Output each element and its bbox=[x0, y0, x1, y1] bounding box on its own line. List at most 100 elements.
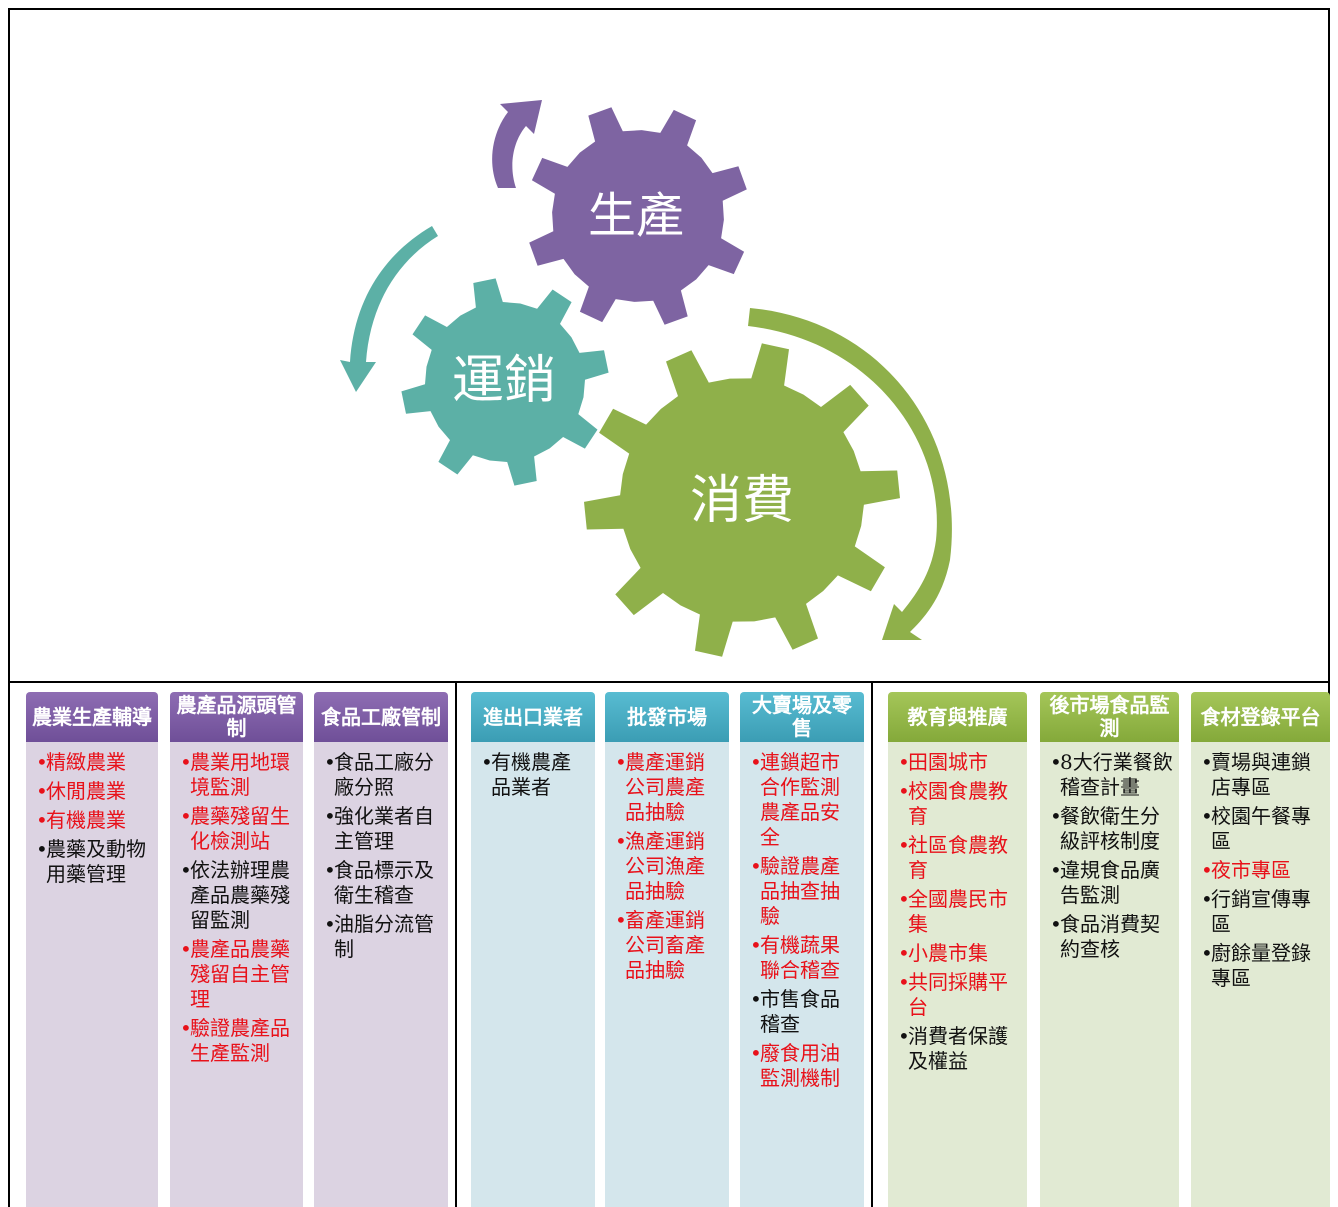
bullet-icon: • bbox=[615, 829, 627, 853]
list-item: •廚餘量登錄專區 bbox=[1201, 941, 1324, 991]
list-item-text: 連鎖超市合作監測農產品安全 bbox=[760, 750, 840, 849]
column-header: 農業生產輔導 bbox=[26, 692, 158, 742]
bullet-icon: • bbox=[1201, 858, 1213, 882]
bullet-icon: • bbox=[898, 941, 910, 965]
bullet-icon: • bbox=[1050, 858, 1062, 882]
bullet-icon: • bbox=[36, 837, 48, 861]
column-header: 後市場食品監測 bbox=[1040, 692, 1179, 742]
column-body: •農產運銷公司農產品抽驗•漁產運銷公司漁產品抽驗•畜產運銷公司畜產品抽驗 bbox=[605, 742, 729, 1207]
bullet-icon: • bbox=[898, 833, 910, 857]
column-body: •農業用地環境監測•農藥殘留生化檢測站•依法辦理農產品農藥殘留監測•農產品農藥殘… bbox=[170, 742, 303, 1207]
arrow-down-to-consumption bbox=[748, 308, 952, 640]
bullet-icon: • bbox=[180, 804, 192, 828]
column-body: •精緻農業•休閒農業•有機農業•農藥及動物用藥管理 bbox=[26, 742, 158, 1207]
column-header: 農產品源頭管制 bbox=[170, 692, 303, 742]
list-item: •食品消費契約查核 bbox=[1050, 912, 1173, 962]
bullet-icon: • bbox=[1201, 750, 1213, 774]
list-item-text: 油脂分流管制 bbox=[334, 912, 434, 961]
bullet-icon: • bbox=[1201, 887, 1213, 911]
bullet-icon: • bbox=[898, 887, 910, 911]
gear-label-production: 生產 bbox=[588, 188, 684, 244]
section-divider bbox=[8, 681, 1330, 683]
list-item: •畜產運銷公司畜產品抽驗 bbox=[615, 908, 723, 983]
list-item-text: 違規食品廣告監測 bbox=[1060, 858, 1160, 907]
bullet-icon: • bbox=[750, 854, 762, 878]
list-item: •休閒農業 bbox=[36, 779, 152, 804]
list-item-text: 市售食品稽查 bbox=[760, 987, 840, 1036]
bullet-icon: • bbox=[1050, 912, 1062, 936]
list-item-text: 畜產運銷公司畜產品抽驗 bbox=[625, 908, 705, 982]
outer-frame bbox=[8, 8, 1330, 1207]
list-item: •校園食農教育 bbox=[898, 779, 1021, 829]
gear-consumption-shape bbox=[584, 343, 900, 657]
column-header: 批發市場 bbox=[605, 692, 729, 742]
list-item: •有機農產品業者 bbox=[481, 750, 589, 800]
bullet-icon: • bbox=[1050, 750, 1062, 774]
bullet-icon: • bbox=[750, 1041, 762, 1065]
list-item: •廢食用油監測機制 bbox=[750, 1041, 858, 1091]
list-item: •消費者保護及權益 bbox=[898, 1024, 1021, 1074]
list-item-text: 廚餘量登錄專區 bbox=[1211, 941, 1311, 990]
bullet-icon: • bbox=[36, 808, 48, 832]
list-item-text: 農產品農藥殘留自主管理 bbox=[190, 937, 290, 1011]
list-item: •餐飲衛生分級評核制度 bbox=[1050, 804, 1173, 854]
list-item-text: 8大行業餐飲稽查計畫 bbox=[1060, 750, 1173, 799]
list-item-text: 共同採購平台 bbox=[908, 970, 1008, 1019]
bullet-icon: • bbox=[36, 779, 48, 803]
bullet-icon: • bbox=[481, 750, 493, 774]
group-divider-1 bbox=[455, 682, 457, 1207]
list-item-text: 強化業者自主管理 bbox=[334, 804, 434, 853]
column-6: 大賣場及零售•連鎖超市合作監測農產品安全•驗證農產品抽查抽驗•有機蔬果聯合稽查•… bbox=[740, 692, 864, 1207]
column-3: 食品工廠管制•食品工廠分廠分照•強化業者自主管理•食品標示及衛生稽查•油脂分流管… bbox=[314, 692, 448, 1207]
list-item-text: 漁產運銷公司漁產品抽驗 bbox=[625, 829, 705, 903]
list-item-text: 農業用地環境監測 bbox=[190, 750, 290, 799]
gear-diagram: 生產 運銷 消費 bbox=[340, 100, 952, 657]
bullet-icon: • bbox=[750, 987, 762, 1011]
list-item: •社區食農教育 bbox=[898, 833, 1021, 883]
list-item: •有機蔬果聯合稽查 bbox=[750, 933, 858, 983]
bullet-icon: • bbox=[615, 908, 627, 932]
gear-production bbox=[529, 107, 747, 325]
list-item-text: 農產運銷公司農產品抽驗 bbox=[625, 750, 705, 824]
list-item: •田園城市 bbox=[898, 750, 1021, 775]
column-8: 後市場食品監測•8大行業餐飲稽查計畫•餐飲衛生分級評核制度•違規食品廣告監測•食… bbox=[1040, 692, 1179, 1207]
bullet-icon: • bbox=[898, 779, 910, 803]
column-header: 食品工廠管制 bbox=[314, 692, 448, 742]
list-item-text: 食品消費契約查核 bbox=[1060, 912, 1160, 961]
list-item: •農產品農藥殘留自主管理 bbox=[180, 937, 297, 1012]
list-item: •農產運銷公司農產品抽驗 bbox=[615, 750, 723, 825]
list-item-text: 全國農民市集 bbox=[908, 887, 1008, 936]
list-item: •連鎖超市合作監測農產品安全 bbox=[750, 750, 858, 850]
bullet-icon: • bbox=[180, 750, 192, 774]
bullet-icon: • bbox=[898, 970, 910, 994]
gear-production-shape bbox=[529, 107, 747, 325]
bullet-icon: • bbox=[324, 912, 336, 936]
arrow-up-to-production bbox=[492, 100, 542, 188]
list-item: •驗證農產品生產監測 bbox=[180, 1016, 297, 1066]
list-item-text: 有機農業 bbox=[46, 808, 126, 832]
list-item-text: 農藥殘留生化檢測站 bbox=[190, 804, 290, 853]
list-item: •驗證農產品抽查抽驗 bbox=[750, 854, 858, 929]
column-7: 教育與推廣•田園城市•校園食農教育•社區食農教育•全國農民市集•小農市集•共同採… bbox=[888, 692, 1027, 1207]
list-item-text: 食品工廠分廠分照 bbox=[334, 750, 434, 799]
column-header: 食材登錄平台 bbox=[1191, 692, 1330, 742]
column-9: 食材登錄平台•賣場與連鎖店專區•校園午餐專區•夜市專區•行銷宣傳專區•廚餘量登錄… bbox=[1191, 692, 1330, 1207]
gear-distribution bbox=[401, 278, 609, 486]
list-item: •農藥殘留生化檢測站 bbox=[180, 804, 297, 854]
list-item: •市售食品稽查 bbox=[750, 987, 858, 1037]
bullet-icon: • bbox=[898, 750, 910, 774]
column-2: 農產品源頭管制•農業用地環境監測•農藥殘留生化檢測站•依法辦理農產品農藥殘留監測… bbox=[170, 692, 303, 1207]
list-item: •校園午餐專區 bbox=[1201, 804, 1324, 854]
list-item-text: 小農市集 bbox=[908, 941, 988, 965]
bullet-icon: • bbox=[324, 750, 336, 774]
list-item-text: 精緻農業 bbox=[46, 750, 126, 774]
bullet-icon: • bbox=[898, 1024, 910, 1048]
list-item: •食品工廠分廠分照 bbox=[324, 750, 442, 800]
gear-label-distribution: 運銷 bbox=[452, 351, 556, 411]
column-body: •有機農產品業者 bbox=[471, 742, 595, 1207]
list-item: •小農市集 bbox=[898, 941, 1021, 966]
gear-distribution-shape bbox=[401, 278, 609, 486]
list-item-text: 食品標示及衛生稽查 bbox=[334, 858, 434, 907]
list-item: •農業用地環境監測 bbox=[180, 750, 297, 800]
list-item-text: 社區食農教育 bbox=[908, 833, 1008, 882]
